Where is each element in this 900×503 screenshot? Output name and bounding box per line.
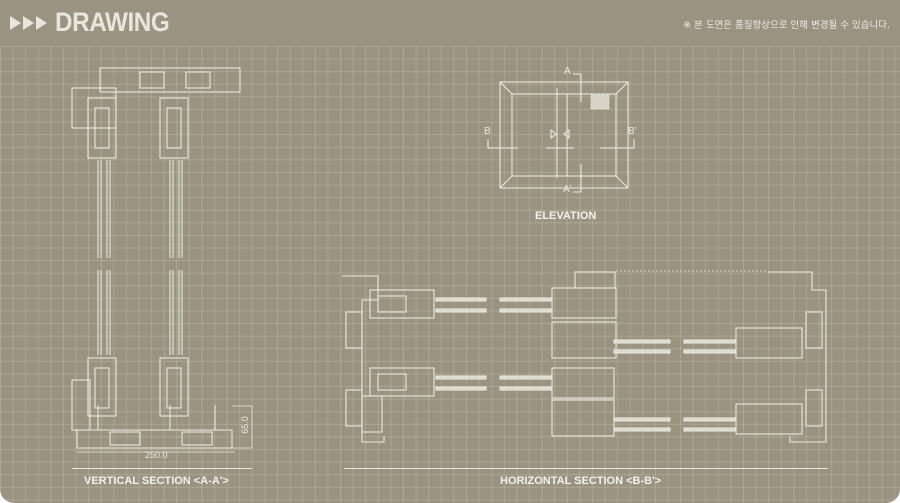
vertical-section-underline	[72, 468, 252, 469]
disclaimer-note: ※ 본 도면은 품질향상으로 인해 변경될 수 있습니다.	[683, 20, 890, 31]
vertical-section-drawing	[71, 67, 253, 453]
width-dimension: 250.0	[145, 450, 168, 460]
horizontal-section-label: HORIZONTAL SECTION <B-B'>	[500, 475, 662, 487]
marker-b: B	[484, 126, 491, 137]
height-dimension: 65.0	[239, 416, 250, 434]
horizontal-section-drawing	[342, 270, 827, 443]
marker-a-prime: A'	[563, 184, 572, 195]
marker-a: A	[564, 66, 571, 77]
triple-arrow-icon	[10, 15, 47, 30]
vertical-section-label: VERTICAL SECTION <A-A'>	[84, 475, 229, 487]
grid-background	[0, 46, 900, 503]
marker-b-prime: B'	[628, 126, 637, 137]
horizontal-section-underline	[344, 468, 828, 469]
elevation-label: ELEVATION	[535, 210, 597, 222]
elevation-drawing	[487, 73, 635, 193]
page-title: DRAWING	[55, 7, 170, 37]
header: DRAWING	[10, 7, 182, 38]
